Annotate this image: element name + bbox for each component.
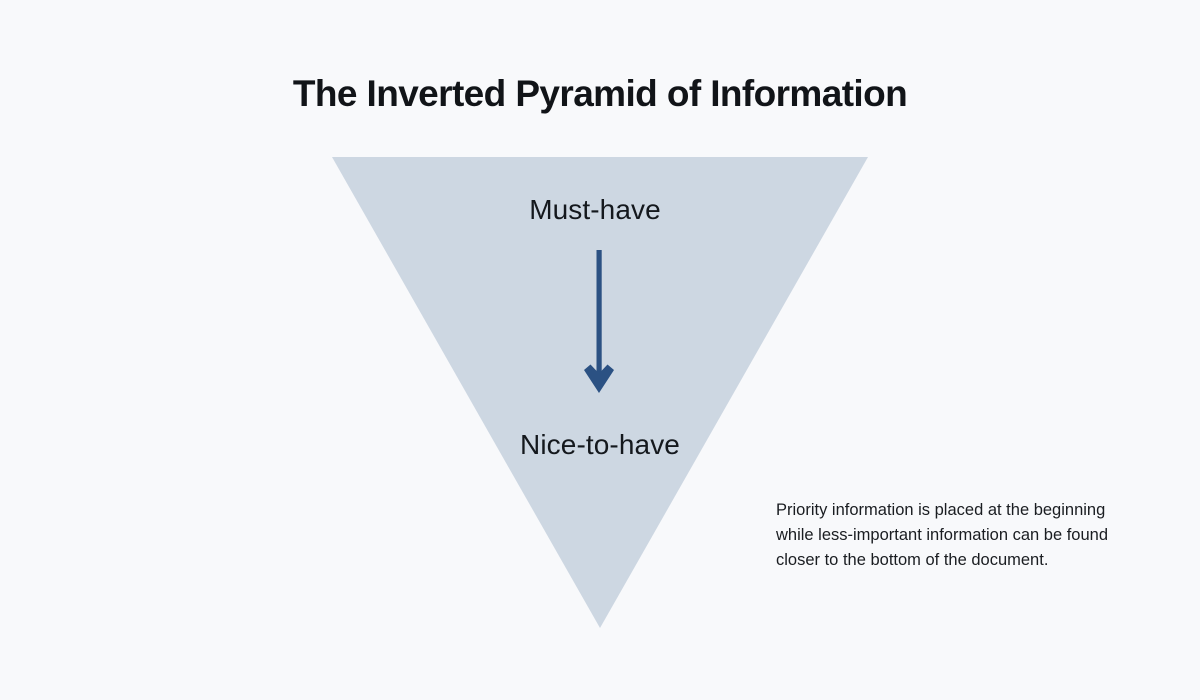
caption-text: Priority information is placed at the be…	[776, 501, 1109, 569]
downward-arrow-shaft	[596, 250, 602, 378]
inverted-triangle-shape	[332, 157, 868, 628]
page-title: The Inverted Pyramid of Information	[292, 73, 908, 114]
downward-arrow-head-icon	[584, 364, 614, 393]
pyramid-bottom-label: Nice-to-have	[520, 429, 680, 460]
pyramid-top-label: Must-have	[529, 194, 661, 225]
